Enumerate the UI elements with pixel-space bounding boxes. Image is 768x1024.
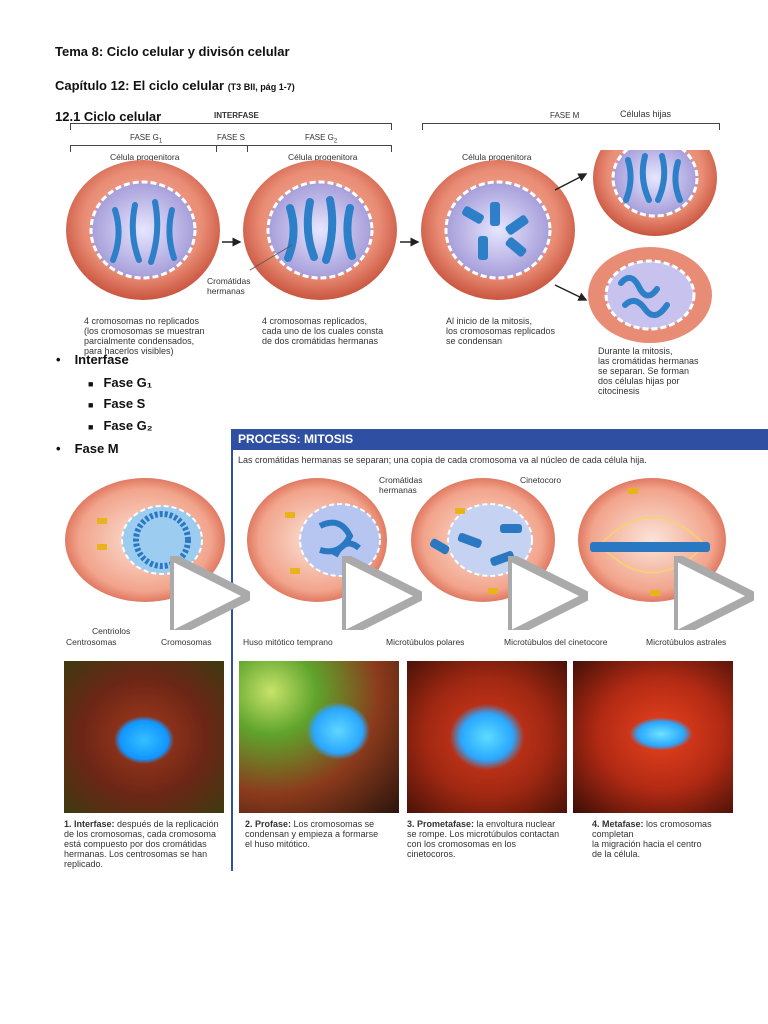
mitosis-prophase-cell bbox=[247, 478, 387, 602]
chapter-title: Capítulo 12: El ciclo celular (T3 BII, p… bbox=[55, 78, 295, 93]
polares-label: Microtúbulos polares bbox=[386, 637, 465, 647]
caption-prophase: Al inicio de la mitosis,los cromosomas r… bbox=[446, 316, 556, 346]
astrales-label: Microtúbulos astrales bbox=[646, 637, 727, 647]
caption-g1: 4 cromosomas no replicados(los cromosoma… bbox=[84, 316, 205, 356]
doc-title: Tema 8: Ciclo celular y divisón celular bbox=[55, 44, 290, 59]
chapter-ref: (T3 BII, pág 1-7) bbox=[227, 82, 295, 92]
mitosis-metaphase-cell bbox=[578, 478, 726, 602]
progenitora-3-label: Célula progenitora bbox=[462, 152, 532, 162]
micrograph-prophase bbox=[239, 661, 399, 813]
interfase-bracket bbox=[70, 123, 392, 130]
caption-metafase: 4. Metafase: los cromosomas completan la… bbox=[592, 819, 712, 859]
cell-g2 bbox=[243, 160, 397, 300]
process-header bbox=[231, 429, 768, 450]
fase-g1-label: FASE G1 bbox=[130, 133, 163, 145]
bullet-g2: ■Fase G₂ bbox=[88, 418, 153, 433]
celulas-hijas-label: Células hijas bbox=[620, 109, 672, 119]
fase-g2-label: FASE G2 bbox=[305, 133, 338, 145]
cromosomas-label: Cromosomas bbox=[161, 637, 212, 647]
daughter-cell-top bbox=[593, 150, 717, 236]
micrograph-metaphase bbox=[573, 661, 733, 813]
cell-g1 bbox=[66, 160, 220, 300]
bullet-s: ■Fase S bbox=[88, 396, 146, 411]
centrosomas-label: Centrosomas bbox=[66, 637, 117, 647]
progenitora-1-label: Célula progenitora bbox=[110, 152, 180, 162]
cell-cycle-figure: INTERFASE FASE G1 FASE S FASE G2 FASE M … bbox=[60, 108, 720, 398]
cromatidas-label: Cromátidas hermanas bbox=[207, 276, 251, 296]
fase-m-label: FASE M bbox=[550, 111, 580, 120]
process-title: PROCESS: MITOSIS bbox=[238, 432, 354, 446]
bullet-g1: ■Fase G₁ bbox=[88, 375, 153, 390]
cinetocore-label: Microtúbulos del cinetocore bbox=[504, 637, 608, 647]
caption-profase: 2. Profase: Los cromosomas se condensan … bbox=[245, 819, 379, 849]
process-border bbox=[231, 429, 233, 871]
section-title: 12.1 Ciclo celular bbox=[55, 109, 162, 124]
caption-prometafase: 3. Prometafase: la envoltura nuclear se … bbox=[407, 819, 560, 859]
interfase-label: INTERFASE bbox=[214, 111, 259, 120]
caption-interfase: 1. Interfase: después de la replicación … bbox=[64, 819, 219, 869]
process-subtitle: Las cromátidas hermanas se separan; una … bbox=[238, 455, 647, 465]
bullet-fase-m: •Fase M bbox=[56, 441, 119, 456]
cell-prophase bbox=[421, 160, 575, 300]
cell-cycle-illustrations bbox=[66, 150, 717, 301]
daughter-cell-bottom bbox=[588, 247, 712, 343]
caption-daughter: Durante la mitosis,las cromátidas herman… bbox=[598, 346, 699, 396]
bullet-interfase: •Interfase bbox=[56, 352, 129, 367]
caption-g2: 4 cromosomas replicados,cada uno de los … bbox=[262, 316, 384, 346]
micrograph-interphase bbox=[64, 661, 224, 813]
chapter-main: Capítulo 12: El ciclo celular bbox=[55, 78, 225, 93]
fase-s-label: FASE S bbox=[217, 133, 246, 142]
mitosis-prometaphase-cell bbox=[411, 478, 555, 602]
mitosis-interphase-cell bbox=[65, 478, 225, 602]
mitosis-illustrations bbox=[65, 478, 768, 630]
fase-m-bracket bbox=[422, 123, 720, 130]
huso-label: Huso mitótico temprano bbox=[243, 637, 333, 647]
cinetocoro-label: Cinetocoro bbox=[520, 475, 562, 485]
micrograph-prometaphase bbox=[407, 661, 567, 813]
centriolos-label: Centriolos bbox=[92, 626, 131, 636]
progenitora-2-label: Célula progenitora bbox=[288, 152, 358, 162]
g2-bracket bbox=[247, 145, 392, 152]
